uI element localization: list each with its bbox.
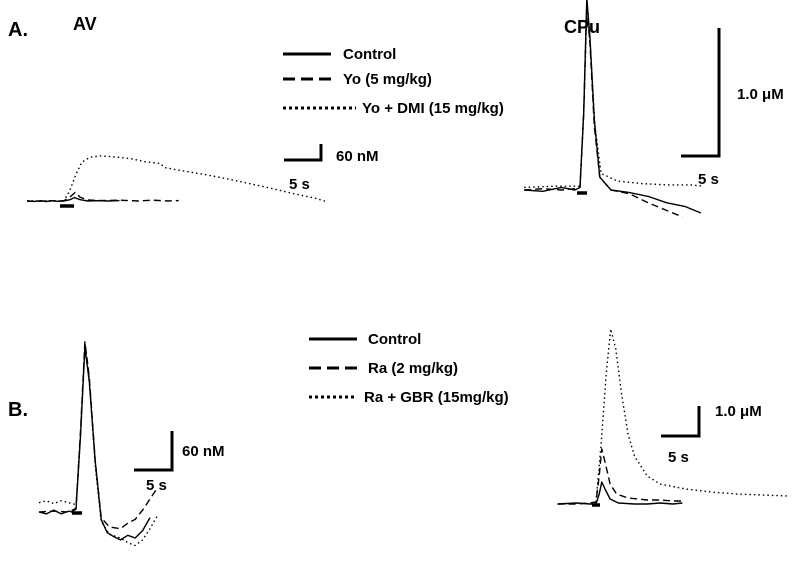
trace-b-av-ra-2-mg-kg (38, 341, 158, 530)
trace-a-cpu-control (524, 0, 702, 214)
scale-bar-a-av-conc: 60 nM (336, 148, 379, 165)
trace-b-cpu-control (557, 481, 683, 505)
trace-b-cpu-ra-gbr-15mg-kg (595, 328, 789, 503)
legend-a: Control Yo (5 mg/kg) Yo + DMI (15 mg/kg) (283, 46, 504, 117)
legend-b-label-ra: Ra (2 mg/kg) (368, 360, 458, 377)
panel-a-label: A. (8, 19, 28, 41)
scale-bar-a-av-time: 5 s (289, 176, 310, 193)
scale-bar-a-cpu-shape (681, 28, 721, 158)
trace-panel-b-cpu (557, 328, 789, 507)
legend-b-label-ra-gbr: Ra + GBR (15mg/kg) (364, 389, 509, 406)
trace-panel-a-cpu (524, 0, 705, 218)
panel-b-label: B. (8, 399, 28, 421)
scale-bar-b-cpu-conc: 1.0 μM (715, 403, 762, 420)
scale-bar-a-cpu: 1.0 μM 5 s (681, 28, 784, 188)
trace-a-av-yo-5-mg-kg (26, 191, 179, 203)
trace-layer (26, 0, 789, 547)
trace-a-cpu-yo-dmi-15-mg-kg (524, 10, 705, 189)
region-label-cpu: CPu (564, 17, 600, 37)
legend-a-label-yo: Yo (5 mg/kg) (343, 71, 432, 88)
trace-a-cpu-yo-5-mg-kg (524, 3, 683, 218)
trace-panel-a-av (26, 155, 327, 208)
scale-bar-a-av: 60 nM 5 s (284, 144, 379, 193)
scale-bar-b-cpu-shape (661, 406, 701, 438)
scale-bar-a-av-shape (284, 144, 323, 162)
legend-a-label-yo-dmi: Yo + DMI (15 mg/kg) (362, 100, 504, 117)
scale-bar-b-av: 60 nM 5 s (134, 431, 225, 494)
scale-bar-a-cpu-conc: 1.0 μM (737, 86, 784, 103)
scale-bar-b-cpu-time: 5 s (668, 449, 689, 466)
legend-a-label-control: Control (343, 46, 396, 63)
legend-b-label-control: Control (368, 331, 421, 348)
scale-bar-a-cpu-time: 5 s (698, 171, 719, 188)
scale-bar-b-av-shape (134, 431, 174, 472)
scale-bar-b-av-time: 5 s (146, 477, 167, 494)
scale-bar-b-av-conc: 60 nM (182, 443, 225, 460)
trace-panel-b-av (38, 341, 159, 547)
legend-b: Control Ra (2 mg/kg) Ra + GBR (15mg/kg) (309, 331, 509, 406)
trace-b-cpu-ra-2-mg-kg (557, 448, 683, 505)
scale-bar-b-cpu: 1.0 μM 5 s (661, 403, 762, 466)
trace-b-av-ra-gbr-15mg-kg (38, 342, 159, 547)
region-label-av: AV (73, 14, 97, 34)
